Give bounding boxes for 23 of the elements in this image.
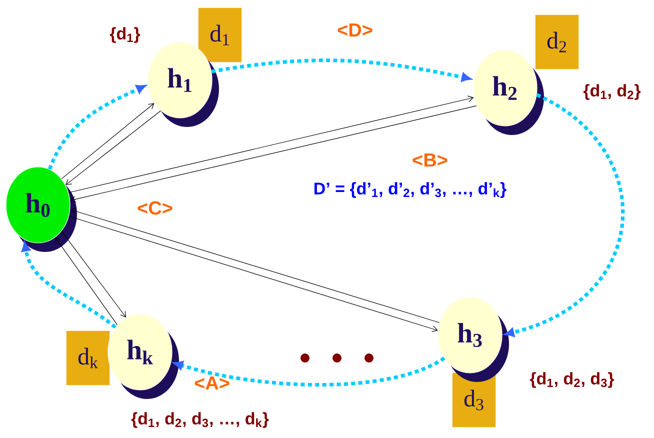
set-label: {d$_{1}$, d$_{2}$} <box>583 84 641 100</box>
edge-label: <A> <box>194 376 230 390</box>
arrow <box>66 110 162 185</box>
set-label: {d$_{1}$, d$_{2}$, d$_{3}$, …, d$_{k}$} <box>131 412 269 428</box>
arrow <box>211 58 471 82</box>
arrow <box>61 230 126 318</box>
arrow <box>68 96 474 193</box>
arrow <box>174 356 446 387</box>
arrow <box>70 106 477 202</box>
edge-label: <D> <box>338 23 372 37</box>
arrow <box>61 103 154 180</box>
data-box: d$_{1}$ <box>198 7 242 63</box>
set-label: {d$_{1}$, d$_{2}$, d$_{3}$} <box>530 372 614 388</box>
step-label: <B> <box>412 153 448 167</box>
data-box: d$_{2}$ <box>534 14 580 70</box>
arrow <box>505 93 624 337</box>
arrow <box>48 85 146 170</box>
data-box: d$_{k}$ <box>66 330 110 386</box>
step-label: <C> <box>138 201 172 215</box>
set-label: D’ = {d’$_{1}$, d’$_{2}$, d’$_{3}$, …, d’$_{k}$} <box>314 182 506 198</box>
set-label: {d$_{1}$} <box>110 27 140 43</box>
arrow <box>55 237 118 326</box>
arrow <box>22 242 116 329</box>
